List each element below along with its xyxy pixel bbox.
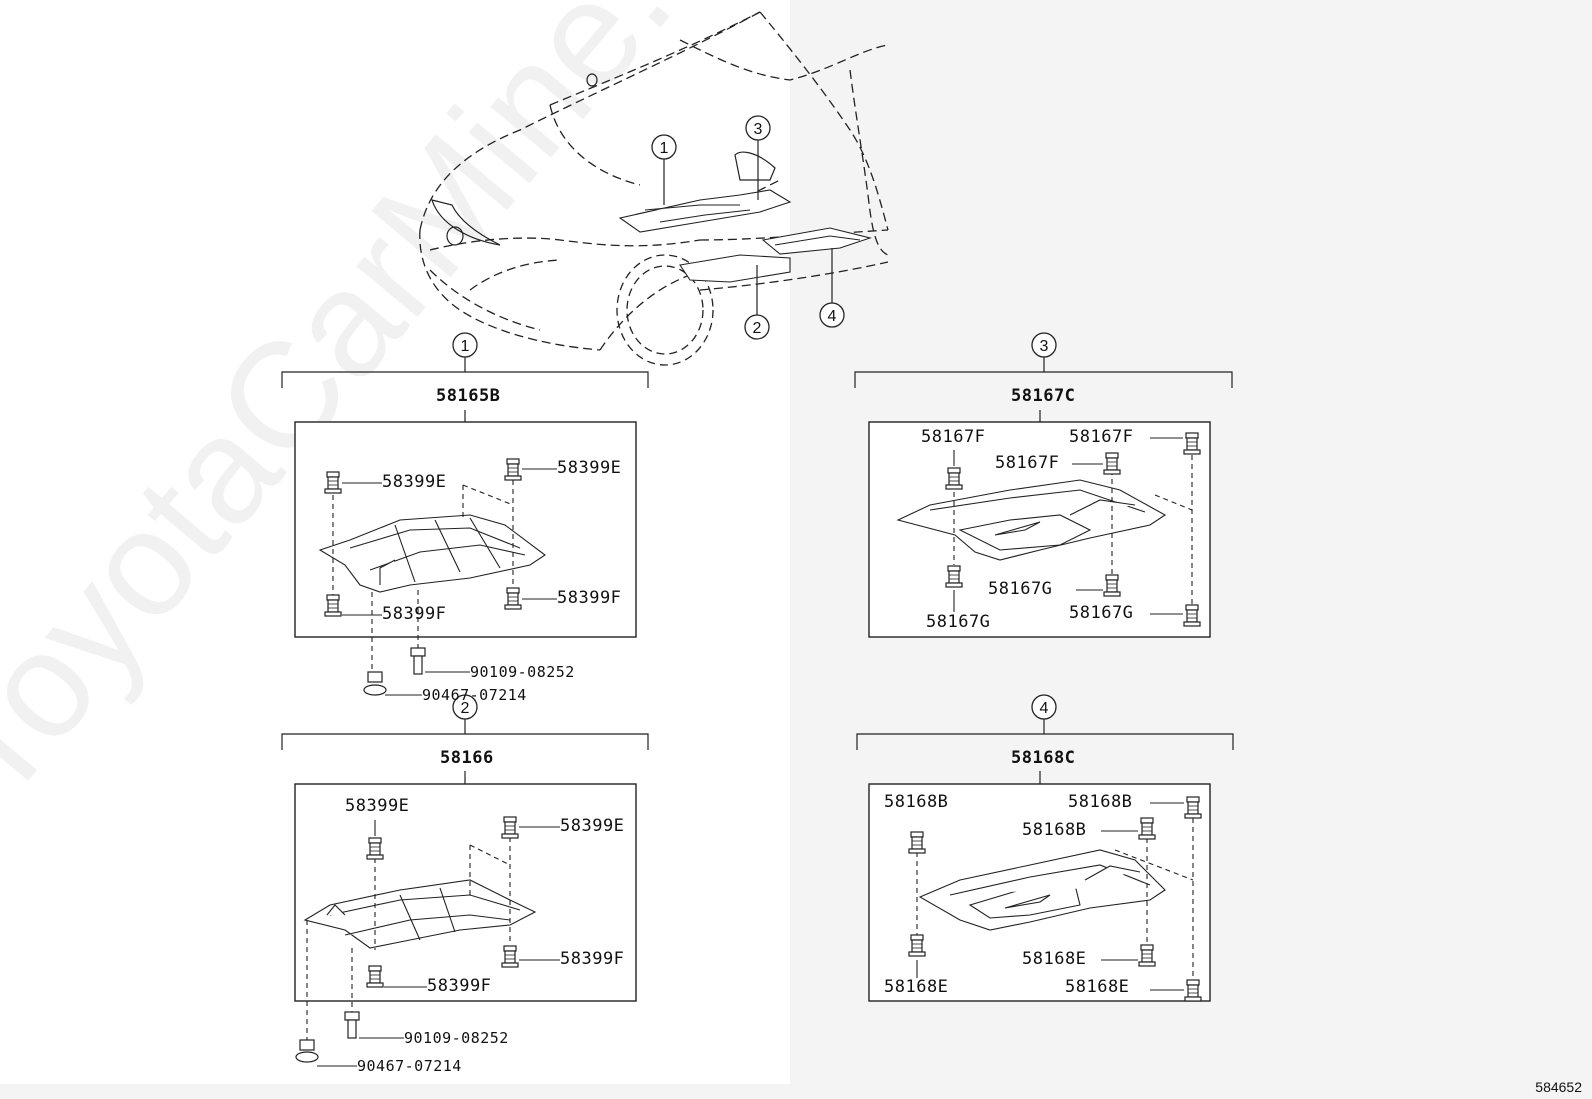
panel4-cover — [918, 849, 1166, 931]
panel3-part-58167f-right: 58167F — [1069, 427, 1134, 447]
panel2-bolt-label: 90109-08252 — [404, 1029, 509, 1047]
car-wheel — [616, 254, 714, 366]
panel1-part-58399f-right: 58399F — [557, 588, 622, 608]
panel4-part-58168e-mid: 58168E — [1022, 949, 1087, 969]
panel1-cover — [318, 514, 546, 593]
panel1-leaders — [342, 468, 557, 696]
panel4-dashes — [916, 818, 1194, 985]
callout-car-2: 2 — [753, 320, 762, 337]
panel2-part-58399f-left: 58399F — [427, 976, 492, 996]
panel1-dashes — [332, 480, 514, 680]
panel4-part-58168e-right: 58168E — [1065, 977, 1130, 997]
panel3-part-58167f-left: 58167F — [921, 427, 986, 447]
panel2-bolt — [295, 1011, 360, 1063]
panel1-assembly: 58165B — [436, 386, 501, 406]
callout-car-1: 1 — [660, 140, 669, 157]
callout-car-4: 4 — [828, 308, 837, 325]
panel4-part-58168b-right: 58168B — [1068, 792, 1133, 812]
panel1-bolt — [363, 647, 426, 696]
panel1-number: 1 — [461, 338, 470, 355]
panel2-dashes — [306, 828, 511, 1042]
panel4-part-58168b-mid: 58168B — [1022, 820, 1087, 840]
panel1-part-58399e-left: 58399E — [382, 472, 447, 492]
panel2-part-58399e-left: 58399E — [345, 796, 410, 816]
panel3-number: 3 — [1040, 338, 1049, 355]
panel3-cover — [896, 479, 1167, 561]
panel1-clip-label: 90467-07214 — [422, 686, 527, 704]
panel2-part-58399e-right: 58399E — [560, 816, 625, 836]
panel3-leaders — [953, 437, 1183, 615]
panel4-assembly: 58168C — [1011, 748, 1076, 768]
panel3-part-58167g-right: 58167G — [1069, 603, 1134, 623]
panel4-leaders — [916, 802, 1184, 991]
panel2-number: 2 — [461, 700, 470, 717]
panel4-part-58168e-left: 58168E — [884, 977, 949, 997]
panel2-part-58399f-right: 58399F — [560, 949, 625, 969]
panel1-part-58399f-left: 58399F — [382, 604, 447, 624]
car-leader-lines — [663, 140, 833, 315]
background-bottom — [0, 1084, 1592, 1099]
panel-boxes — [294, 421, 1211, 1002]
panel-brackets — [281, 357, 1234, 784]
panel3-part-58167g-mid: 58167G — [988, 579, 1053, 599]
callout-circles — [452, 115, 1057, 720]
car-undercovers — [618, 189, 872, 283]
diagram-code: 584652 — [1535, 1079, 1582, 1095]
car-outline — [419, 11, 889, 351]
panel2-leaders — [317, 820, 560, 1067]
panel2-cover — [303, 879, 537, 949]
panel4-part-58168b-left: 58168B — [884, 792, 949, 812]
panel2-assembly: 58166 — [440, 748, 494, 768]
panel1-part-58399e-right: 58399E — [557, 458, 622, 478]
callout-car-3: 3 — [754, 121, 763, 138]
panel2-clip-label: 90467-07214 — [357, 1057, 462, 1075]
panel3-dashes — [953, 455, 1193, 605]
callout-numbers: 1 3 2 4 1 3 2 4 — [461, 121, 1049, 717]
panel3-part-58167g-left: 58167G — [926, 612, 991, 632]
panel3-assembly: 58167C — [1011, 386, 1076, 406]
panel1-bolt-label: 90109-08252 — [470, 663, 575, 681]
panel3-part-58167f-mid: 58167F — [995, 453, 1060, 473]
panel4-number: 4 — [1040, 700, 1049, 717]
car-headlight — [431, 73, 776, 246]
